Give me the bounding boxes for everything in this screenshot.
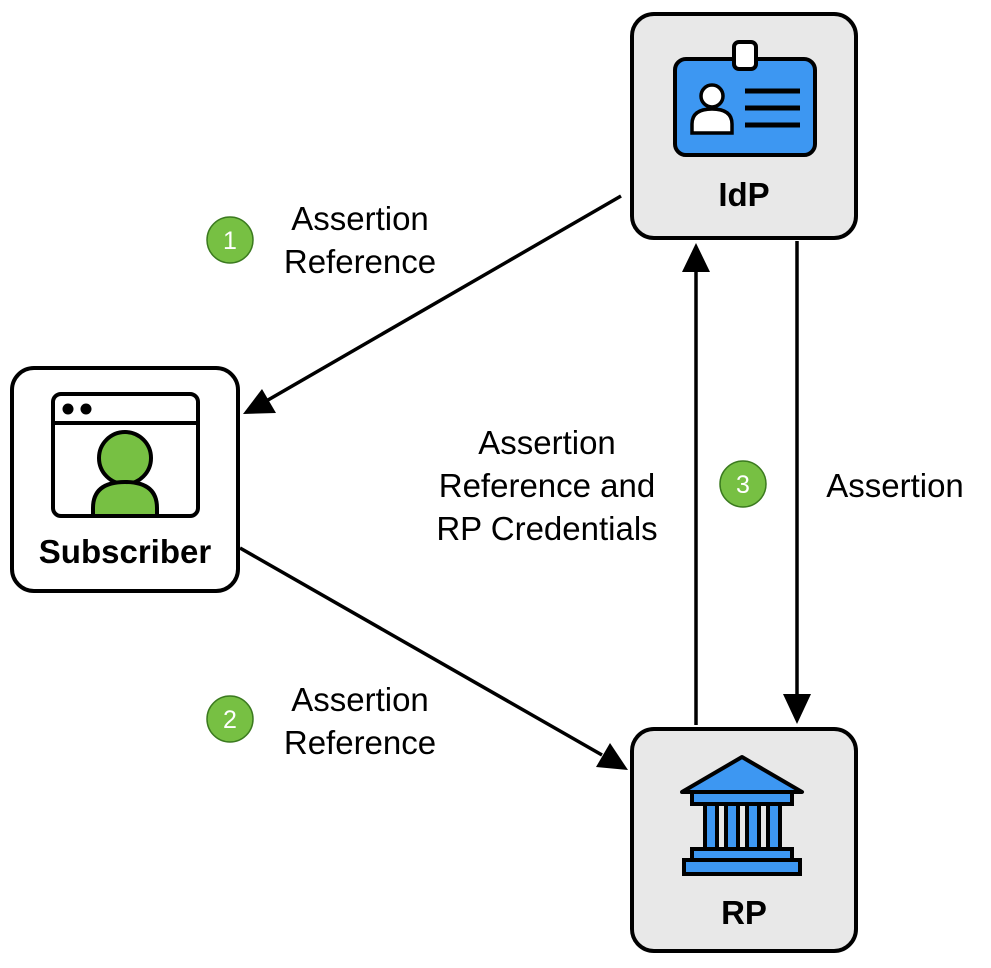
idp-node: IdP [630,12,858,240]
step-2-badge [206,695,254,743]
arrowhead-subscriber [243,389,276,414]
step-1-label-line1: Assertion [291,200,429,237]
id-card-icon [673,40,817,157]
idp-label: IdP [718,176,769,213]
rp-node: RP [630,727,858,953]
step-1-badge [206,216,254,264]
bank-building-icon [680,755,804,876]
step-2-number: 2 [223,706,237,734]
step-3-request-line1: Assertion [478,424,616,461]
step-2-label-line1: Assertion [291,681,429,718]
arrow-subscriber-to-rp [239,546,603,757]
browser-user-icon [51,392,200,518]
arrowhead-rp-from-idp [783,694,811,724]
step-3-number: 3 [736,471,750,499]
step-3-request-line2: Reference and [439,467,655,504]
arrowhead-idp [682,243,710,272]
rp-label: RP [721,894,767,931]
step-2-label-line2: Reference [284,724,436,761]
arrow-idp-to-subscriber [267,194,622,402]
subscriber-node: Subscriber [10,366,240,593]
step-1-number: 1 [223,227,237,255]
step-1-annotation: 1 Assertion Reference [206,200,436,280]
step-3-response-label: Assertion [826,467,964,504]
step-3-badge [719,460,767,508]
arrowhead-rp-from-subscriber [596,743,628,770]
step-2-annotation: 2 Assertion Reference [206,681,436,761]
step-3-annotation: Assertion Reference and RP Credentials 3… [436,424,963,547]
step-3-request-line3: RP Credentials [436,510,657,547]
subscriber-label: Subscriber [39,533,212,570]
step-1-label-line2: Reference [284,243,436,280]
